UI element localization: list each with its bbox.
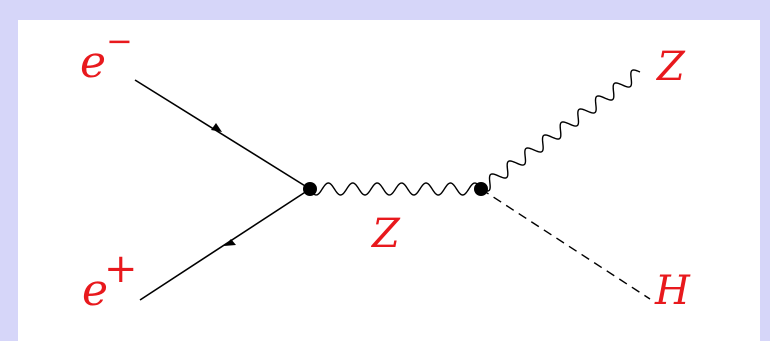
z-propagator-wave (309, 182, 482, 196)
vertex-left (303, 182, 317, 196)
label-positron: e (82, 265, 108, 316)
electron-line (134, 79, 311, 190)
label-electron-charge: − (106, 22, 133, 60)
z-outgoing-wave (480, 69, 641, 192)
electron-arrow (211, 123, 222, 132)
label-higgs: H (654, 268, 691, 314)
positron-line (139, 188, 311, 301)
vertex-right (474, 182, 488, 196)
label-positron-charge: + (104, 246, 138, 292)
positron-arrow (224, 239, 236, 246)
higgs-line (480, 188, 651, 300)
label-z-outgoing: Z (655, 44, 686, 90)
diagram-panel (18, 20, 760, 341)
label-electron: e (80, 37, 106, 88)
label-z-propagator: Z (370, 211, 401, 257)
